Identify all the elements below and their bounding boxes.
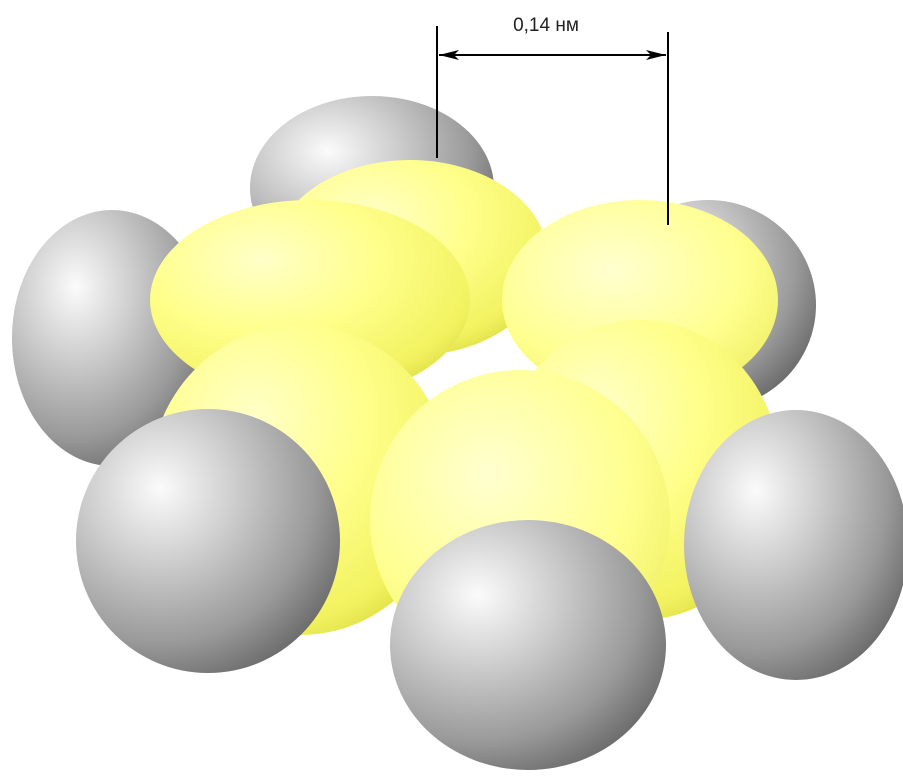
hydrogen-atom-front-right	[684, 410, 903, 680]
bond-length-label: 0,14 нм	[513, 15, 579, 36]
hydrogen-atom-front	[390, 520, 666, 770]
hydrogen-atom-front-left	[76, 409, 340, 673]
